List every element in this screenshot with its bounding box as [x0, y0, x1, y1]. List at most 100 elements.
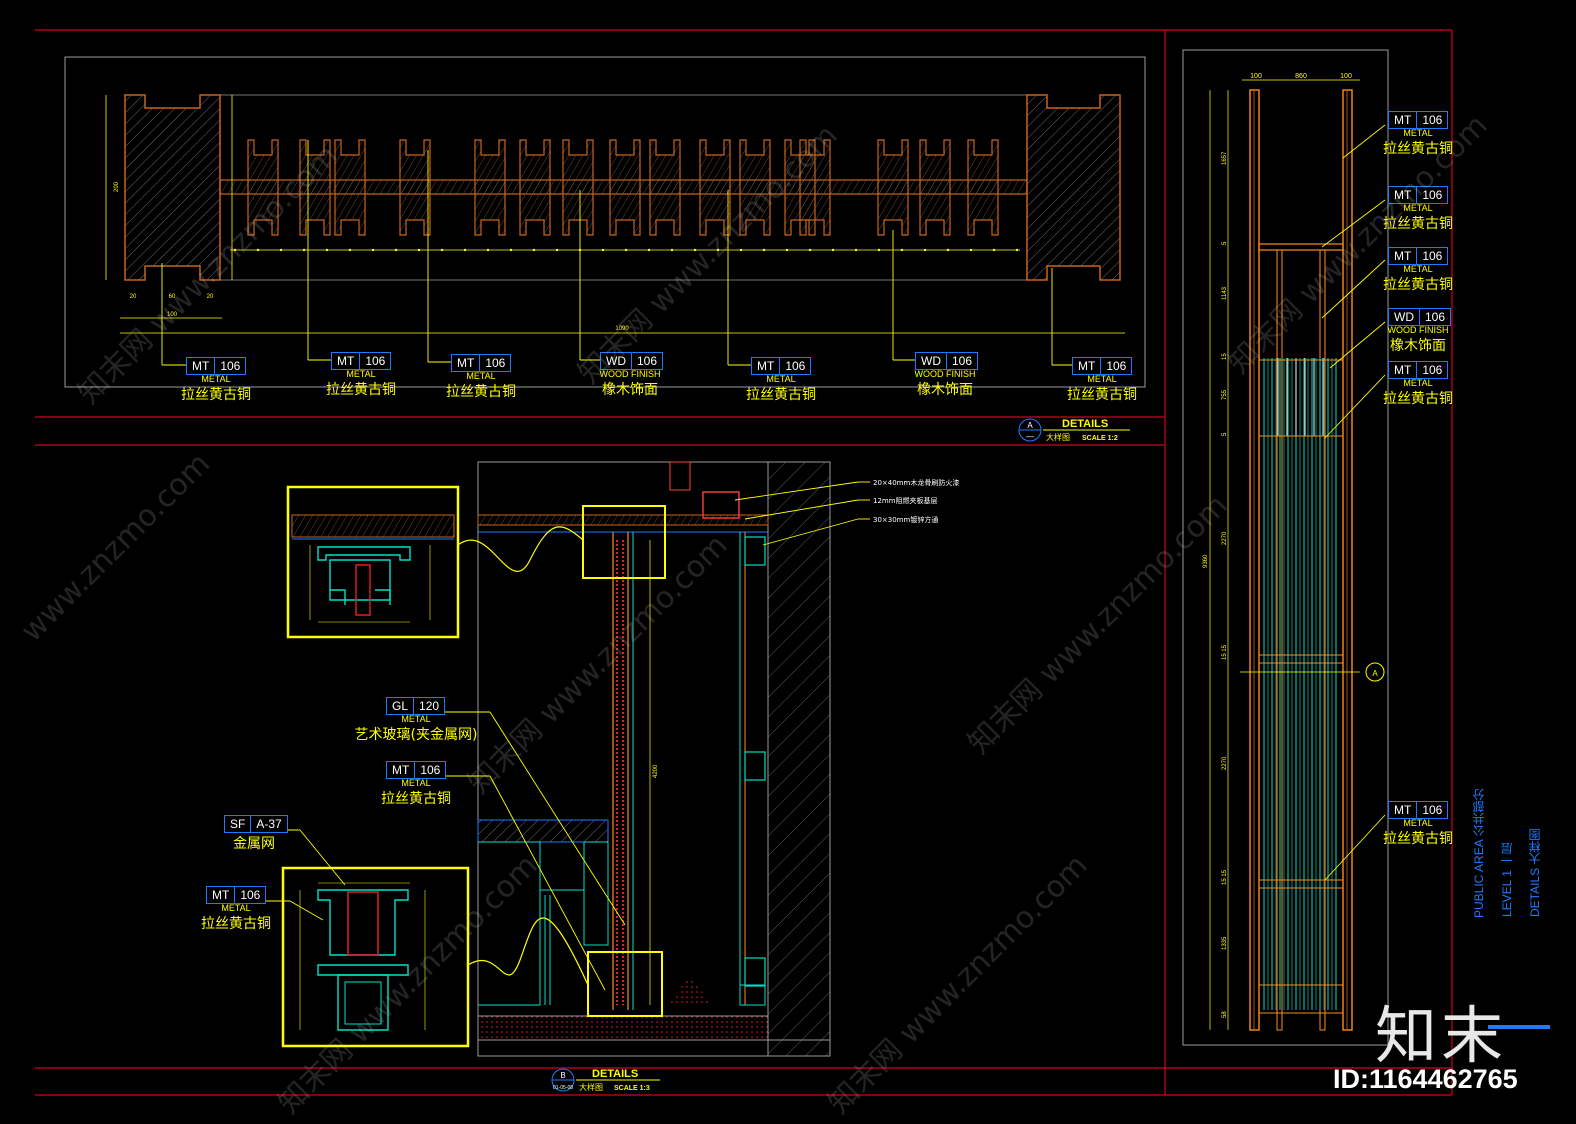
dim-tick — [486, 248, 490, 252]
metal-fin — [799, 139, 831, 236]
callout-top-4-material-type: WOOD FINISH — [599, 369, 661, 379]
tag-code: MT — [757, 359, 775, 373]
callout-right-5-material-type: METAL — [1403, 378, 1433, 388]
title-block-area: PUBLIC AREA 公共部分 — [1472, 788, 1486, 918]
tag-number: 120 — [413, 698, 444, 714]
metal-fin — [299, 139, 331, 236]
callout-top-2-material-name: 拉丝黄古铜 — [326, 382, 396, 398]
dim-tick — [417, 248, 421, 252]
metal-fin — [247, 139, 279, 236]
dim-right-side: 1335 — [1222, 936, 1228, 950]
callout-bottom-1-material-type: METAL — [401, 714, 431, 724]
dim-tick — [808, 248, 812, 252]
dim-tick — [509, 248, 513, 252]
metal-fin — [967, 139, 999, 236]
dim-right-top-2: 860 — [1295, 73, 1307, 80]
dim-left-part-1: 20 — [130, 294, 137, 300]
callout-right-5-material-name: 拉丝黄古铜 — [1383, 391, 1453, 407]
tag-number: 106 — [946, 353, 977, 369]
metal-fins — [247, 139, 999, 236]
dim-right-side: 2270 — [1222, 756, 1228, 770]
dim-right-side: 1143 — [1222, 286, 1228, 300]
dim-right-side: 1657 — [1222, 151, 1228, 165]
dim-tick — [647, 248, 651, 252]
tag-code: MT — [212, 888, 230, 902]
tag-code: WD — [606, 354, 626, 368]
dim-tick — [601, 248, 605, 252]
dim-tick — [233, 248, 237, 252]
metal-fin — [399, 139, 431, 236]
title-a-marker-bottom: — — [1026, 432, 1034, 441]
dim-right-side: 15 — [1222, 353, 1228, 360]
tag-number: A-37 — [250, 816, 286, 832]
dim-tick — [348, 248, 352, 252]
title-block-level: LEVEL 1 一层 — [1500, 842, 1514, 917]
tag-number: 106 — [1100, 358, 1131, 374]
callout-right-6-material-type: METAL — [1403, 818, 1433, 828]
glass-strips — [1263, 358, 1337, 1010]
callout-top-4-material-name: 橡木饰面 — [602, 382, 658, 398]
callout-top-1-material-type: METAL — [201, 374, 231, 384]
metal-fin — [739, 139, 771, 236]
title-mark-b: B 01-05-08 DETAILS 大样图 SCALE 1:3 — [551, 1068, 660, 1092]
callout-bottom-3-material-name: 金属网 — [233, 836, 275, 852]
dim-right-top-1: 100 — [1250, 73, 1262, 80]
callout-right-1-material-name: 拉丝黄古铜 — [1383, 141, 1453, 157]
callout-top-6-material-type: WOOD FINISH — [914, 369, 976, 379]
dim-tick — [831, 248, 835, 252]
tag-number: 106 — [414, 762, 445, 778]
tag-code: MT — [1394, 363, 1412, 377]
dim-tick — [371, 248, 375, 252]
dim-right-side: 15 15 — [1222, 644, 1228, 660]
callout-right-4-material-type: WOOD FINISH — [1387, 325, 1449, 335]
dim-tick — [325, 248, 329, 252]
metal-fin — [699, 139, 731, 236]
note-1: 20×40mm木龙骨刷防火漆 — [873, 478, 959, 487]
dim-tick — [877, 248, 881, 252]
callout-right-6-material-name: 拉丝黄古铜 — [1383, 831, 1453, 847]
metal-fin — [877, 139, 909, 236]
title-a-sub: 大样图 — [1046, 432, 1070, 442]
dim-tick — [969, 248, 973, 252]
dim-tick — [762, 248, 766, 252]
callout-bottom-4-material-name: 拉丝黄古铜 — [201, 916, 271, 932]
tag-number: 106 — [1419, 309, 1450, 325]
metal-fin — [334, 139, 366, 236]
callout-right-5-tag: MT 106 — [1388, 361, 1449, 379]
metal-fin — [609, 139, 641, 236]
dim-middle-height: 4200 — [653, 764, 659, 778]
tag-code: SF — [230, 817, 246, 831]
dim-tick — [785, 248, 789, 252]
dim-tick — [716, 248, 720, 252]
dim-left-height: 200 — [114, 181, 120, 192]
dim-left-width: 100 — [167, 312, 178, 318]
callout-top-3-material-name: 拉丝黄古铜 — [446, 384, 516, 400]
image-id: ID:1164462765 — [1333, 1064, 1518, 1094]
dim-right-side: 755 — [1222, 389, 1228, 400]
tag-number: 106 — [1416, 802, 1447, 818]
callout-bottom-2-material-name: 拉丝黄古铜 — [381, 791, 451, 807]
title-b-marker-top: B — [560, 1071, 565, 1080]
tag-number: 106 — [631, 353, 662, 369]
note-2: 12mm阻燃夹板基层 — [873, 496, 938, 505]
dim-right-top-3: 100 — [1340, 73, 1352, 80]
callout-right-4-material-name: 橡木饰面 — [1390, 338, 1446, 354]
dim-tick — [256, 248, 260, 252]
tag-code: MT — [1394, 803, 1412, 817]
title-mark-a: A — DETAILS 大样图 SCALE 1:2 — [1018, 418, 1130, 442]
callout-top-7-material-name: 拉丝黄古铜 — [1067, 387, 1137, 403]
dim-left-part-2: 60 — [169, 294, 176, 300]
tag-number: 106 — [1416, 362, 1447, 378]
dim-tick — [279, 248, 283, 252]
callout-right-2-material-name: 拉丝黄古铜 — [1383, 216, 1453, 232]
callout-right-3-material-name: 拉丝黄古铜 — [1383, 277, 1453, 293]
